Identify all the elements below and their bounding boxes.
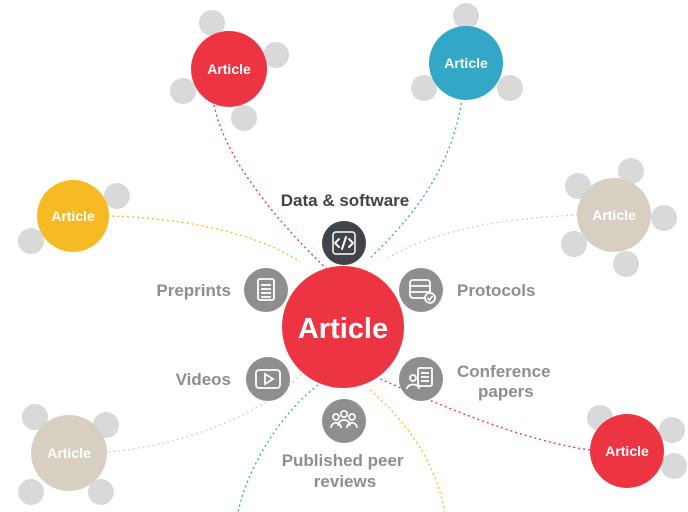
protocols-node <box>399 268 443 312</box>
article-bottom-left: Article <box>31 415 107 491</box>
play-icon <box>255 369 281 389</box>
peer-reviews-node <box>322 399 366 443</box>
article-circle <box>191 31 267 107</box>
connector-article-bottom-left <box>107 369 306 453</box>
article-circle <box>37 180 109 252</box>
people-icon <box>330 409 358 429</box>
output-peer-reviews: Published peer reviews <box>282 399 409 491</box>
article-label: Article <box>51 208 95 224</box>
central-article: Article <box>282 266 404 388</box>
videos-label: Videos <box>176 370 231 389</box>
preprints-label: Preprints <box>156 281 231 300</box>
article-label: Article <box>592 207 636 223</box>
output-data-software: Data & software <box>281 191 409 265</box>
conference-node <box>399 357 443 401</box>
presenter-icon <box>406 367 433 390</box>
videos-node <box>246 357 290 401</box>
article-label: Article <box>605 443 649 459</box>
peer-reviews-label: Published peer reviews <box>282 451 409 491</box>
peer-reviews-label-line-2: reviews <box>314 472 376 491</box>
conference-label-line-1: Conference <box>457 362 551 381</box>
article-circle <box>590 414 664 488</box>
article-label: Article <box>207 61 251 77</box>
data-software-label: Data & software <box>281 191 409 210</box>
article-right: Article <box>577 178 651 252</box>
conference-label-line-2: papers <box>478 382 534 401</box>
connector-article-left <box>106 215 301 263</box>
article-top-right: Article <box>429 26 503 100</box>
connector-article-right <box>387 214 579 259</box>
output-conference-papers: Conference papers <box>399 357 555 401</box>
output-videos: Videos <box>176 357 290 401</box>
document-icon <box>257 278 275 301</box>
article-circle <box>577 178 651 252</box>
article-label: Article <box>47 445 91 461</box>
central-article-circle <box>282 266 404 388</box>
connector-article-top-right <box>369 97 463 259</box>
article-circle <box>31 415 107 491</box>
connector-down-left <box>237 384 319 512</box>
central-article-label: Article <box>298 313 388 345</box>
server-check-icon <box>409 279 436 304</box>
preprints-node <box>244 268 288 312</box>
article-label: Article <box>444 55 488 71</box>
connectors <box>106 97 591 512</box>
output-protocols: Protocols <box>399 268 535 312</box>
conference-label: Conference papers <box>457 362 555 401</box>
output-preprints: Preprints <box>156 268 288 312</box>
peer-reviews-label-line-1: Published peer <box>282 451 404 470</box>
article-bottom-right: Article <box>590 414 664 488</box>
protocols-label: Protocols <box>457 281 535 300</box>
article-top-left: Article <box>191 31 267 107</box>
article-left: Article <box>37 180 109 252</box>
code-icon <box>332 231 356 255</box>
connector-article-top-left <box>213 104 331 273</box>
connector-down-right <box>369 389 446 512</box>
article-circle <box>429 26 503 100</box>
